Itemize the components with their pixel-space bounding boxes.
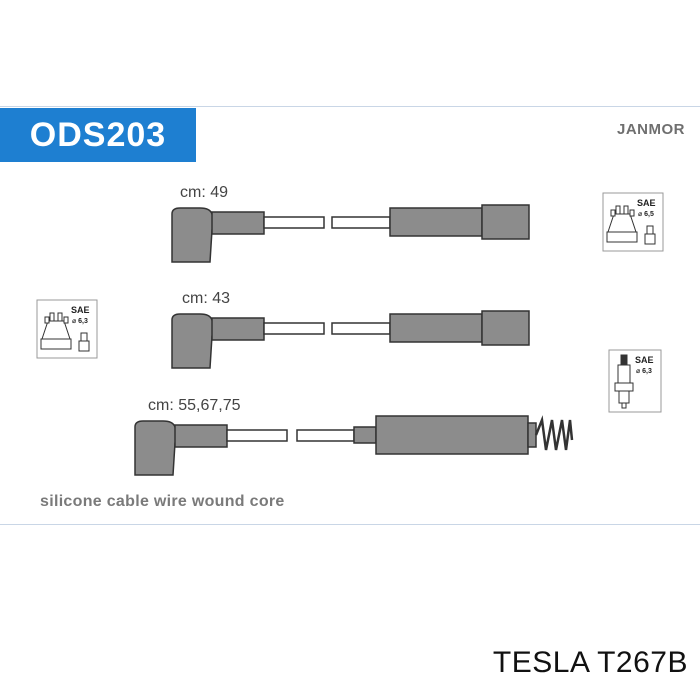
top-divider [0, 106, 700, 107]
bottom-divider [0, 524, 700, 525]
lead-2-cable [171, 310, 530, 369]
reference-code: TESLA T267B [492, 646, 688, 679]
terminal-icon [78, 332, 90, 352]
product-code-badge: ODS203 [0, 108, 196, 162]
brand-name: JANMOR [616, 121, 685, 138]
lead-2-length: cm: 43 [182, 290, 231, 307]
sae-badge-2-standard: SAE [71, 305, 90, 315]
sae-badge-1-standard: SAE [637, 198, 656, 208]
spring-contact [534, 415, 574, 451]
cable-description: silicone cable wire wound core [40, 493, 285, 510]
sae-badge-3-frame [608, 349, 662, 413]
sae-badge-1-diameter: ⌀ 6,5 [638, 211, 654, 218]
spark-plug-icon [614, 354, 634, 409]
lead-1-length: cm: 49 [180, 184, 229, 201]
sae-badge-2-diameter: ⌀ 6,3 [72, 318, 88, 325]
sae-badge-3-standard: SAE [635, 355, 654, 365]
terminal-icon [644, 225, 656, 245]
distributor-cap-icon [606, 205, 638, 243]
lead-1-cable [171, 204, 530, 263]
distributor-cap-icon [40, 312, 72, 350]
lead-3-cable [134, 415, 537, 476]
sae-badge-3-diameter: ⌀ 6,3 [636, 368, 652, 375]
lead-3-length: cm: 55,67,75 [148, 397, 241, 414]
